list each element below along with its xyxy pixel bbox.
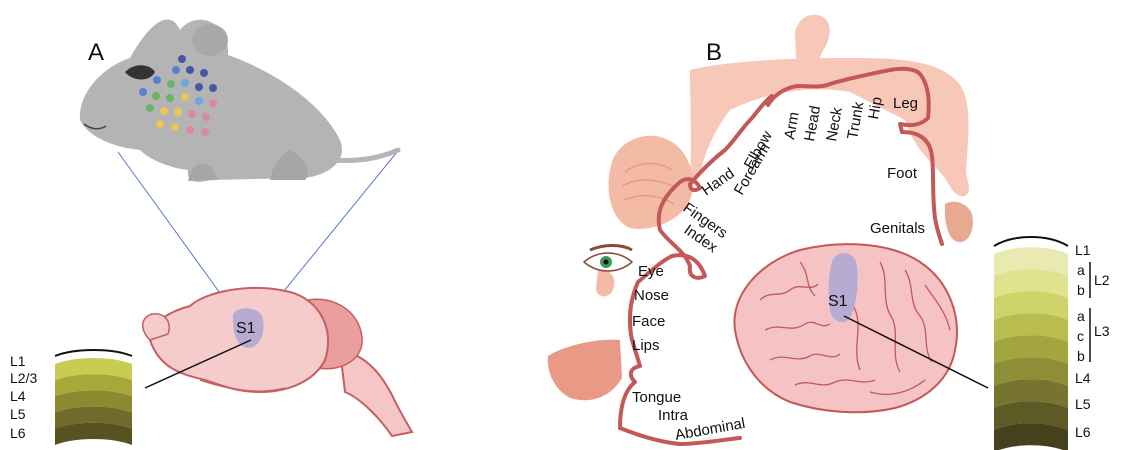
label-lips: Lips xyxy=(632,337,660,354)
label-head: Head xyxy=(801,104,824,142)
cortical-layer-label: L4 xyxy=(1075,370,1091,386)
mouse-s1-label: S1 xyxy=(236,320,256,337)
label-tongue: Tongue xyxy=(632,389,681,406)
cortical-layer-group-label: L2 xyxy=(1094,272,1110,288)
label-neck: Neck xyxy=(823,106,846,143)
whisker-dot xyxy=(200,69,208,77)
label-leg: Leg xyxy=(893,95,918,112)
whisker-dot xyxy=(181,93,189,101)
whisker-dot xyxy=(209,84,217,92)
label-foot: Foot xyxy=(887,165,918,182)
cortical-layer-label: b xyxy=(1077,348,1085,364)
homunculus-foot xyxy=(945,202,973,243)
whisker-dot xyxy=(166,94,174,102)
cortical-layer-label: L5 xyxy=(1075,396,1091,412)
cortical-layer-label: L2/3 xyxy=(10,370,37,386)
cortical-layer-label: L6 xyxy=(10,425,26,441)
whisker-dot xyxy=(188,110,196,118)
cortical-layer-band xyxy=(55,423,132,445)
human-s1-label: S1 xyxy=(828,293,848,310)
whisker-dot xyxy=(186,66,194,74)
whisker-dot xyxy=(195,97,203,105)
eyebrow xyxy=(590,246,632,251)
panel-b-label: B xyxy=(706,39,722,66)
cortical-layer-label: L5 xyxy=(10,406,26,422)
mouse-brain-illustration: S1 xyxy=(143,288,412,436)
cortical-layer-label: L1 xyxy=(10,353,26,369)
human-brain-illustration: S1 xyxy=(734,244,988,412)
whisker-dot xyxy=(174,108,182,116)
cortical-layer-label: b xyxy=(1077,282,1085,298)
whisker-dot xyxy=(172,66,180,74)
label-eye: Eye xyxy=(638,263,664,280)
cortical-layer-band xyxy=(994,423,1068,450)
whisker-dot xyxy=(152,92,160,100)
whisker-dot xyxy=(146,104,154,112)
whisker-dot xyxy=(139,88,147,96)
cortical-layer-label: c xyxy=(1077,328,1084,344)
brainstem xyxy=(340,350,412,436)
label-genitals: Genitals xyxy=(870,220,925,237)
layer-surface-arc xyxy=(55,350,132,356)
cortical-layer-group-label: L3 xyxy=(1094,323,1110,339)
cortical-layer-label: a xyxy=(1077,308,1085,324)
whisker-dot xyxy=(171,123,179,131)
label-arm: Arm xyxy=(781,111,803,141)
whisker-dot xyxy=(195,83,203,91)
homunculus-eye-icon xyxy=(584,246,632,272)
label-nose: Nose xyxy=(634,287,669,304)
label-intra: Intra xyxy=(658,407,689,424)
whisker-dot xyxy=(156,120,164,128)
homunculus-nose xyxy=(596,270,614,297)
whisker-dot xyxy=(178,55,186,63)
whisker-dot xyxy=(186,126,194,134)
layer-surface-arc xyxy=(994,237,1068,246)
eye-pupil xyxy=(604,260,609,265)
whisker-dot xyxy=(202,113,210,121)
label-hip: Hip xyxy=(865,96,886,121)
panel-a-label: A xyxy=(88,39,104,66)
mouse-ear xyxy=(192,24,228,56)
whisker-dot xyxy=(160,107,168,115)
whisker-dot xyxy=(181,79,189,87)
whisker-dot xyxy=(153,76,161,84)
cortical-layer-label: L1 xyxy=(1075,242,1091,258)
cortical-layer-label: L6 xyxy=(1075,424,1091,440)
label-trunk: Trunk xyxy=(844,100,867,141)
whisker-dot xyxy=(201,128,209,136)
whisker-dot xyxy=(209,99,217,107)
cortical-layer-label: L4 xyxy=(10,388,26,404)
mouse-illustration xyxy=(80,19,398,181)
homunculus-lips xyxy=(548,340,622,401)
label-face: Face xyxy=(632,313,665,330)
whisker-dot xyxy=(167,80,175,88)
cortical-layer-label: a xyxy=(1077,262,1085,278)
